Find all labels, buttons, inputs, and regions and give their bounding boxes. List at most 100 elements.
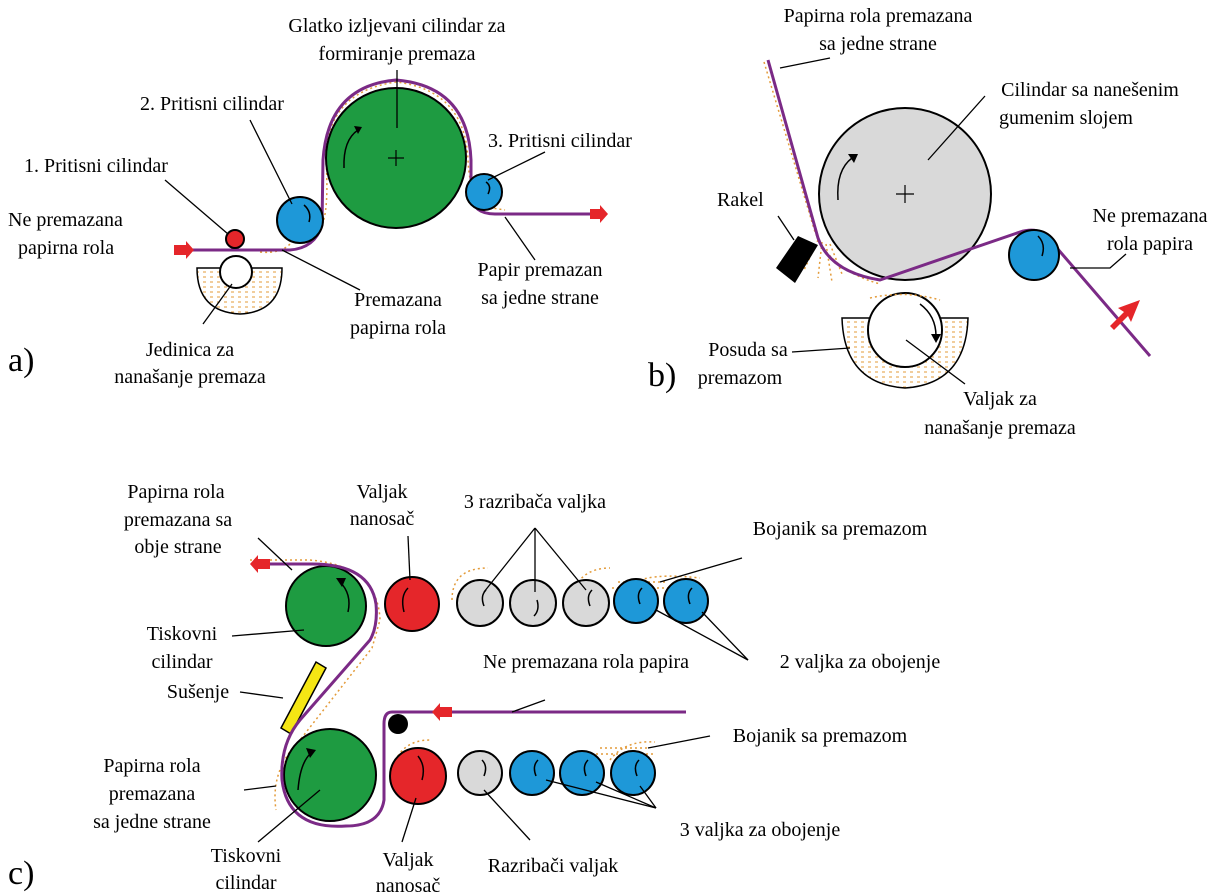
leader-line bbox=[281, 249, 361, 291]
label-one-side-c-2: premazana bbox=[109, 783, 196, 805]
feed-arrow-a bbox=[174, 241, 194, 259]
label-uncoated-a-1: Ne premazana bbox=[8, 209, 123, 231]
applicator-roller-top bbox=[384, 576, 440, 632]
coating-trace-c-ink2 bbox=[391, 739, 656, 771]
press-cylinder-1 bbox=[225, 229, 245, 249]
label-smooth-cylinder-2: formiranje premaza bbox=[318, 43, 475, 65]
label-press-cylinder-2: 2. Pritisni cilindar bbox=[140, 93, 284, 115]
label-impression-bot-1: Tiskovni bbox=[211, 845, 282, 867]
rotation-arrow-icon bbox=[1037, 235, 1045, 257]
rotation-arrowhead-icon bbox=[848, 154, 858, 163]
label-uncoated-b-1: Ne premazana bbox=[1093, 205, 1208, 227]
label-coated-roll-1: Premazana bbox=[354, 289, 442, 311]
rotation-arrow-icon bbox=[583, 759, 589, 777]
rotation-arrow-icon bbox=[481, 759, 487, 777]
label-impression-bot-2: cilindar bbox=[215, 872, 276, 893]
leader-line bbox=[701, 611, 749, 661]
panel-c: Papirna rola premazana sa obje strane Va… bbox=[8, 481, 940, 893]
label-pan-1: Posuda sa bbox=[708, 339, 788, 361]
rotation-arrow-icon bbox=[343, 129, 359, 169]
rotation-arrow-icon bbox=[485, 181, 491, 195]
leader-line bbox=[905, 339, 966, 385]
leader-line bbox=[545, 779, 657, 809]
label-both-sides-2: premazana sa bbox=[124, 509, 232, 531]
distributor-roller-single bbox=[457, 750, 503, 796]
label-applicator-top-2: nanosač bbox=[350, 508, 415, 530]
panel-a: Glatko izljevani cilindar za formiranje … bbox=[8, 15, 632, 388]
rotation-arrow-icon bbox=[687, 587, 693, 605]
label-uncoated-a-2: papirna rola bbox=[18, 237, 114, 259]
impression-cylinder-top bbox=[285, 565, 367, 647]
distributor-roller-2 bbox=[509, 579, 557, 627]
leader-line bbox=[534, 527, 587, 591]
distributor-roller-3 bbox=[562, 579, 610, 627]
leader-line bbox=[164, 179, 229, 235]
rotation-arrow-icon bbox=[587, 589, 593, 607]
leader-line bbox=[1070, 253, 1127, 269]
label-fountain-bottom: Bojanik sa premazom bbox=[733, 725, 908, 747]
inking-roller-bottom-2 bbox=[559, 750, 605, 796]
label-pan-2: premazom bbox=[698, 367, 783, 389]
label-press-cylinder-3: 3. Pritisni cilindar bbox=[488, 130, 632, 152]
leader-line bbox=[487, 151, 546, 181]
fountain-bottom bbox=[596, 747, 654, 755]
rotation-arrow-icon bbox=[533, 599, 539, 617]
label-uncoated-b-2: rola papira bbox=[1107, 233, 1193, 255]
drying-unit bbox=[280, 660, 327, 736]
label-applicator-bot-1: Valjak bbox=[382, 849, 433, 871]
label-rubber-cylinder-2: gumenim slojem bbox=[999, 107, 1133, 129]
label-applicator-bot-2: nanosač bbox=[376, 875, 441, 893]
leader-line bbox=[639, 785, 657, 809]
label-unit-1: Jedinica za bbox=[146, 339, 234, 361]
leader-line bbox=[243, 785, 277, 791]
distributor-roller-1 bbox=[456, 579, 504, 627]
label-impression-top-1: Tiskovni bbox=[147, 623, 218, 645]
application-roller-b bbox=[867, 292, 943, 368]
label-one-side-a-1: Papir premazan bbox=[478, 259, 603, 281]
inking-roller-top-2 bbox=[663, 578, 709, 624]
label-blade: Rakel bbox=[717, 189, 764, 211]
doctor-blade bbox=[776, 236, 818, 283]
rotation-arrow-icon bbox=[401, 587, 409, 613]
label-coated-roll-b-1: Papirna rola premazana bbox=[784, 5, 973, 27]
leader-line bbox=[407, 535, 411, 581]
press-cylinder-3 bbox=[465, 173, 503, 211]
label-roller-b-1: Valjak za bbox=[963, 388, 1037, 410]
rotation-arrow-icon bbox=[837, 157, 853, 201]
feed-arrow-b bbox=[1110, 300, 1140, 330]
leader-line bbox=[595, 781, 657, 809]
label-distributor-single: Razribači valjak bbox=[488, 855, 619, 877]
application-roller-a bbox=[219, 255, 253, 289]
label-rubber-cylinder-1: Cilindar sa nanešenim bbox=[1001, 79, 1179, 101]
impression-cylinder-bottom bbox=[283, 728, 377, 822]
label-coated-roll-b-2: sa jedne strane bbox=[819, 33, 937, 55]
applicator-roller-bottom bbox=[389, 747, 447, 805]
inking-roller-bottom-1 bbox=[509, 750, 555, 796]
rotation-arrow-icon bbox=[297, 753, 311, 791]
leader-line bbox=[791, 347, 851, 353]
leader-line bbox=[483, 527, 536, 593]
label-one-side-c-3: sa jedne strane bbox=[93, 811, 211, 833]
paper-web-c bbox=[264, 562, 686, 828]
label-drying: Sušenje bbox=[167, 681, 229, 703]
leader-line bbox=[257, 789, 321, 843]
feed-arrow-c bbox=[432, 703, 452, 721]
label-both-sides-1: Papirna rola bbox=[127, 481, 224, 503]
leader-line bbox=[647, 735, 711, 749]
rotation-arrowhead-icon bbox=[336, 578, 346, 587]
label-applicator-top-1: Valjak bbox=[356, 481, 407, 503]
exit-arrow-a bbox=[590, 205, 608, 223]
leader-line bbox=[231, 629, 305, 637]
panel-letter-c: c) bbox=[8, 855, 34, 892]
label-fountain-top: Bojanik sa premazom bbox=[753, 518, 928, 540]
panel-b: Papirna rola premazana sa jedne strane C… bbox=[648, 5, 1208, 439]
label-press-cylinder-1: 1. Pritisni cilindar bbox=[24, 155, 168, 177]
label-both-sides-3: obje strane bbox=[134, 536, 221, 558]
press-cylinder-2 bbox=[276, 196, 324, 244]
exit-arrow-c bbox=[250, 555, 270, 573]
leader-line bbox=[659, 557, 743, 583]
label-impression-top-2: cilindar bbox=[151, 651, 212, 673]
leader-line bbox=[249, 119, 293, 205]
leader-line bbox=[779, 57, 831, 69]
